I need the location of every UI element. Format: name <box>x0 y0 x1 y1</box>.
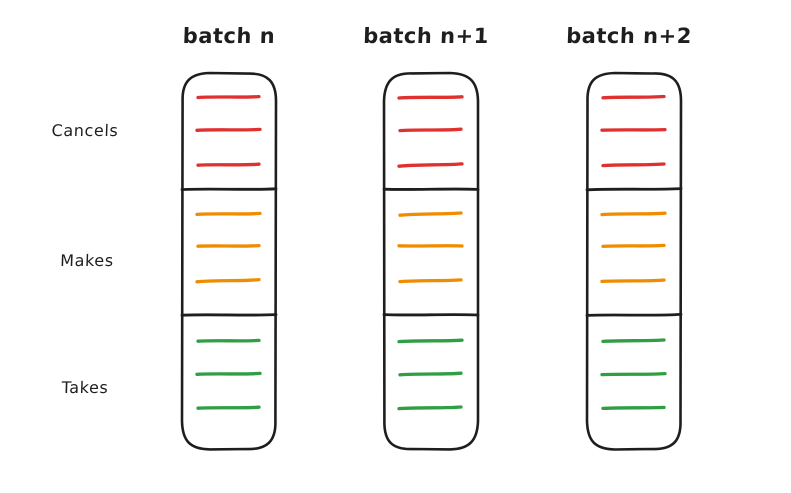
take-order-stroke <box>196 405 261 410</box>
take-order-stroke <box>196 338 261 343</box>
take-order-stroke <box>195 371 262 376</box>
batch-n-column <box>180 71 278 451</box>
section-divider <box>180 187 278 191</box>
make-order-stroke <box>600 278 666 284</box>
take-order-stroke <box>601 405 666 411</box>
make-order-stroke <box>196 243 261 248</box>
take-order-stroke <box>397 405 463 411</box>
make-order-stroke <box>398 278 463 284</box>
cancel-order-stroke <box>397 162 464 168</box>
cancel-order-stroke <box>196 94 261 100</box>
cancels-row-label: Cancels <box>51 121 119 140</box>
batch-n1-header: batch n+1 <box>362 24 490 48</box>
batch-n-header: batch n <box>182 24 276 48</box>
batch-outline <box>180 71 278 451</box>
makes-row-label: Makes <box>59 251 115 270</box>
cancel-order-stroke <box>601 94 666 100</box>
make-order-stroke <box>195 211 262 217</box>
section-divider <box>180 313 278 317</box>
take-order-stroke <box>398 371 463 377</box>
batch-outline <box>382 71 480 451</box>
section-divider <box>585 313 683 317</box>
batch-outline <box>585 71 683 451</box>
cancel-order-stroke <box>397 95 464 100</box>
make-order-stroke <box>600 211 667 217</box>
cancel-order-stroke <box>601 162 666 168</box>
make-order-stroke <box>398 211 463 217</box>
batch-n2-header: batch n+2 <box>565 24 693 48</box>
cancel-order-stroke <box>398 127 463 133</box>
take-order-stroke <box>601 338 666 344</box>
cancel-order-stroke <box>196 162 261 167</box>
cancel-order-stroke <box>600 127 667 132</box>
take-order-stroke <box>397 338 464 344</box>
make-order-stroke <box>601 243 666 249</box>
section-divider <box>585 187 683 192</box>
make-order-stroke <box>195 277 261 284</box>
takes-row-label: Takes <box>61 378 109 397</box>
take-order-stroke <box>600 371 667 377</box>
batch-n2-column <box>585 71 683 451</box>
batch-n1-column <box>382 71 480 451</box>
cancel-order-stroke <box>195 127 262 132</box>
